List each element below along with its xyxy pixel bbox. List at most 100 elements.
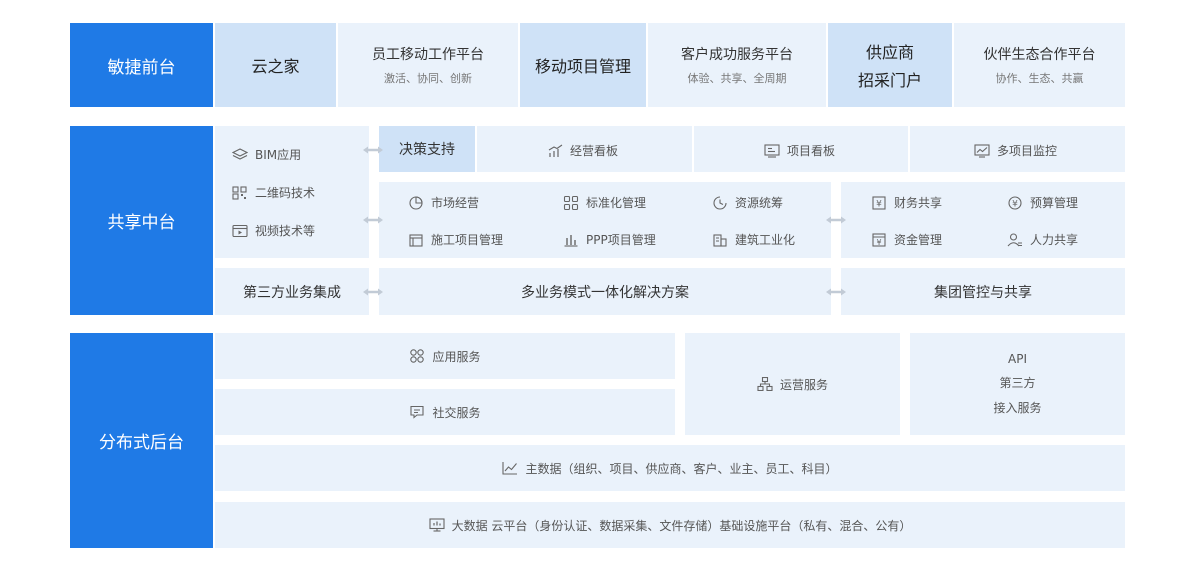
- api-line1: API: [1008, 352, 1027, 366]
- svg-text:¥: ¥: [1012, 199, 1018, 209]
- customer-platform-title: 客户成功服务平台: [681, 47, 793, 63]
- business-board-label: 经营看板: [570, 144, 619, 158]
- ops-service-cell[interactable]: 运营服务: [685, 333, 900, 435]
- master-data-label: 主数据（组织、项目、供应商、客户、业主、员工、科目）: [525, 461, 838, 476]
- double-arrow-icon: [363, 145, 383, 155]
- supplier-line2: 招采门户: [857, 71, 922, 90]
- org-icon: [757, 377, 773, 391]
- resource-item[interactable]: 资源统筹: [712, 194, 783, 211]
- compass-icon: [408, 195, 424, 210]
- tech-label-bim: BIM应用: [255, 148, 302, 162]
- apps-icon: [409, 349, 425, 363]
- customer-platform-card[interactable]: 客户成功服务平台 体验、共享、全周期: [648, 23, 826, 107]
- standardization-item[interactable]: 标准化管理: [563, 194, 646, 211]
- construction-item[interactable]: 施工项目管理: [408, 231, 503, 248]
- budget-item[interactable]: ¥ 预算管理: [1007, 194, 1078, 211]
- yen-doc-icon: ¥: [871, 232, 887, 247]
- clock-pie-icon: [712, 195, 728, 210]
- social-service-cell[interactable]: 社交服务: [215, 389, 675, 435]
- social-service-label: 社交服务: [432, 405, 481, 420]
- back-layer-title: 分布式后台: [99, 433, 184, 453]
- decision-support-label: 决策支持: [399, 142, 455, 158]
- double-arrow-icon: [363, 215, 383, 225]
- big-data-label: 大数据 云平台（身份认证、数据采集、文件存储）基础设施平台（私有、混合、公有）: [451, 518, 912, 533]
- api-line2: 第三方: [999, 376, 1036, 390]
- business-grid-panel: [379, 182, 831, 258]
- divider: [692, 126, 694, 172]
- front-layer-title: 敏捷前台: [107, 57, 176, 78]
- master-data-cell[interactable]: 主数据（组织、项目、供应商、客户、业主、员工、科目）: [215, 445, 1125, 491]
- svg-text:¥: ¥: [876, 238, 881, 247]
- supplier-line1: 供应商: [865, 43, 914, 62]
- yen-box-icon: ¥: [871, 195, 887, 210]
- bar-chart-icon: [563, 233, 579, 247]
- market-item[interactable]: 市场经营: [408, 194, 479, 211]
- people-icon: [1007, 232, 1023, 247]
- layers-icon: [232, 147, 248, 162]
- tech-label-qr: 二维码技术: [255, 186, 316, 200]
- supplier-portal-card[interactable]: 供应商 招采门户: [828, 23, 952, 107]
- big-data-cell[interactable]: 大数据 云平台（身份认证、数据采集、文件存储）基础设施平台（私有、混合、公有）: [215, 502, 1125, 548]
- ppp-label: PPP项目管理: [586, 233, 656, 247]
- monitor-chart-icon: [974, 143, 990, 158]
- hr-label: 人力共享: [1030, 233, 1079, 247]
- decision-items-bar: [477, 126, 1125, 172]
- qr-code-icon: [232, 185, 248, 200]
- api-service-cell[interactable]: API 第三方 接入服务: [910, 333, 1125, 435]
- multi-monitor-item[interactable]: 多项目监控: [974, 142, 1057, 159]
- market-label: 市场经营: [431, 196, 480, 210]
- finance-grid-panel: [841, 182, 1125, 258]
- api-line3: 接入服务: [993, 401, 1042, 415]
- board-icon: [764, 143, 780, 158]
- hr-item[interactable]: 人力共享: [1007, 231, 1078, 248]
- partner-platform-title: 伙伴生态合作平台: [983, 47, 1096, 63]
- business-board-item[interactable]: 经营看板: [547, 142, 618, 159]
- yunzhijia-label: 云之家: [251, 57, 300, 76]
- employee-platform-card[interactable]: 员工移动工作平台 激活、协同、创新: [338, 23, 518, 107]
- partner-platform-card[interactable]: 伙伴生态合作平台 协作、生态、共赢: [954, 23, 1125, 107]
- divider: [908, 126, 910, 172]
- industrialization-label: 建筑工业化: [735, 233, 796, 247]
- fund-label: 资金管理: [894, 233, 943, 247]
- customer-platform-sub: 体验、共享、全周期: [687, 72, 787, 85]
- double-arrow-icon: [826, 215, 846, 225]
- finance-share-item[interactable]: ¥ 财务共享: [871, 194, 942, 211]
- employee-platform-title: 员工移动工作平台: [372, 47, 484, 63]
- mobile-pm-label: 移动项目管理: [534, 57, 631, 76]
- decision-support-cell[interactable]: 决策支持: [379, 126, 475, 172]
- double-arrow-icon: [363, 287, 383, 297]
- back-layer-header: 分布式后台: [70, 333, 213, 548]
- line-chart-icon: [502, 461, 518, 475]
- chart-up-icon: [547, 144, 563, 158]
- third-party-integration-cell[interactable]: 第三方业务集成: [215, 268, 369, 315]
- mobile-pm-card[interactable]: 移动项目管理: [520, 23, 646, 107]
- svg-text:¥: ¥: [876, 199, 882, 209]
- app-service-cell[interactable]: 应用服务: [215, 333, 675, 379]
- solution-cell[interactable]: 多业务模式一体化解决方案: [379, 268, 831, 315]
- budget-label: 预算管理: [1030, 196, 1079, 210]
- group-control-cell[interactable]: 集团管控与共享: [841, 268, 1125, 315]
- ppp-item[interactable]: PPP项目管理: [563, 231, 656, 248]
- project-board-item[interactable]: 项目看板: [764, 142, 835, 159]
- building-icon: [408, 233, 424, 247]
- project-board-label: 项目看板: [787, 144, 836, 158]
- tech-item-qr[interactable]: 二维码技术: [232, 184, 315, 201]
- employee-platform-sub: 激活、协同、创新: [384, 72, 472, 85]
- resource-label: 资源统筹: [735, 196, 784, 210]
- tech-item-video[interactable]: 视频技术等: [232, 222, 315, 239]
- front-layer-header: 敏捷前台: [70, 23, 213, 107]
- standardization-label: 标准化管理: [586, 196, 647, 210]
- screen-icon: [429, 518, 445, 532]
- industrialization-item[interactable]: 建筑工业化: [712, 231, 795, 248]
- finance-share-label: 财务共享: [894, 196, 943, 210]
- factory-icon: [712, 233, 728, 247]
- app-service-label: 应用服务: [432, 349, 481, 364]
- fund-item[interactable]: ¥ 资金管理: [871, 231, 942, 248]
- grid-icon: [563, 195, 579, 210]
- construction-label: 施工项目管理: [431, 233, 504, 247]
- middle-layer-header: 共享中台: [70, 126, 213, 315]
- yen-circle-icon: ¥: [1007, 195, 1023, 210]
- yunzhijia-card[interactable]: 云之家: [215, 23, 336, 107]
- ops-service-label: 运营服务: [779, 377, 828, 392]
- tech-item-bim[interactable]: BIM应用: [232, 146, 301, 163]
